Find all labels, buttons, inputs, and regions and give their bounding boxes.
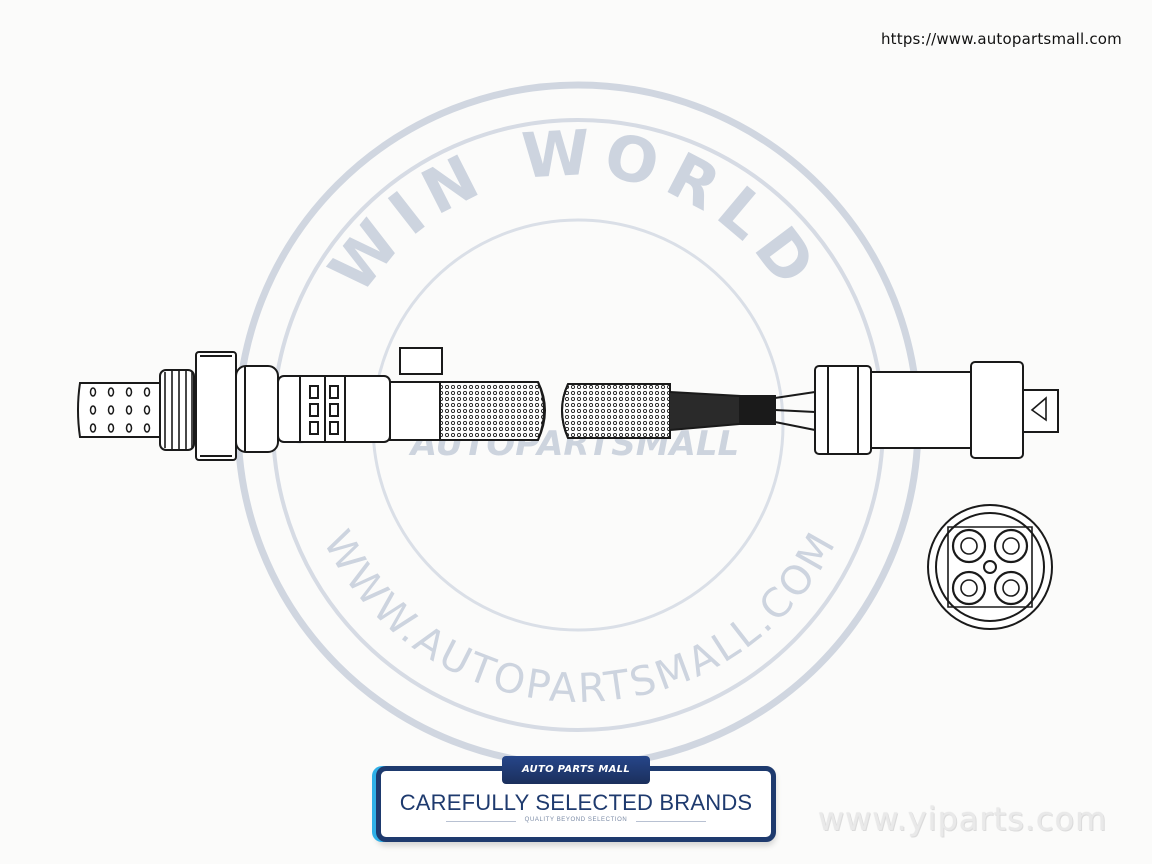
badge-title: CAREFULLY SELECTED BRANDS bbox=[399, 790, 753, 815]
badge-subtitle: QUALITY BEYOND SELECTION bbox=[524, 817, 628, 823]
oxygen-sensor-drawing bbox=[77, 347, 1059, 461]
site-url: https://www.autopartsmall.com bbox=[880, 30, 1122, 48]
brand-logo: AUTO PARTS MALL bbox=[502, 756, 650, 784]
corner-watermark: www.yiparts.com bbox=[818, 800, 1108, 838]
subtitle-line-right bbox=[636, 821, 706, 822]
subtitle-line-left bbox=[446, 821, 516, 822]
connector-end-view bbox=[927, 504, 1053, 630]
watermark-bottom-text: WWW.AUTOPARTSMALL.COM bbox=[314, 523, 846, 712]
watermark-top-text: WIN WORLD bbox=[315, 115, 836, 306]
